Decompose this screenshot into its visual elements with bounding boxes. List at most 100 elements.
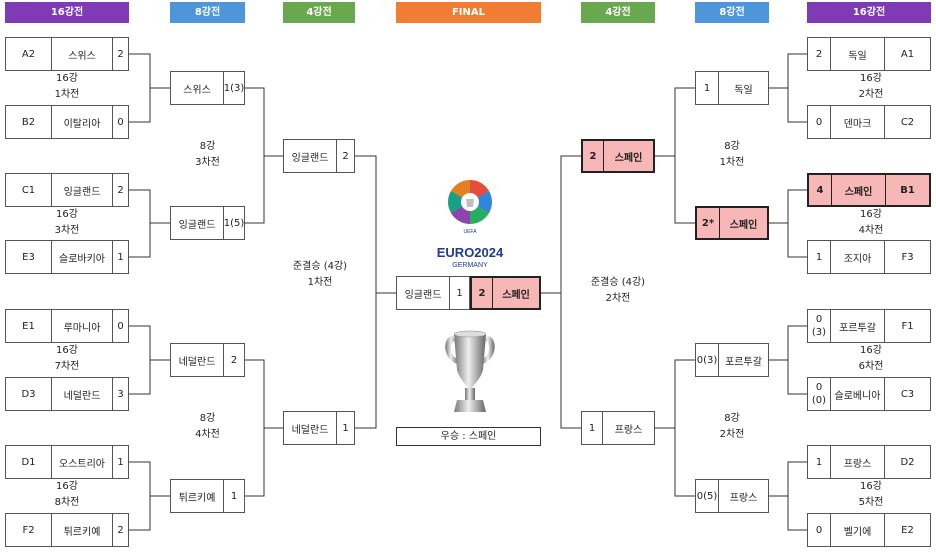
seed: F2 [6,514,52,546]
logo-country: GERMANY [452,262,488,269]
header-left-r16: 16강전 [5,2,129,23]
match-box: 2 독일 A1 [807,37,931,71]
match-box: 0(0) 슬로베니아 C3 [807,377,931,411]
score: 0(5) [696,480,719,512]
euro2024-logo: UEFA EURO2024 GERMANY [437,180,504,269]
logo-emblem-icon [448,180,492,224]
team-name: 프랑스 [831,446,885,478]
score: 1 [450,277,470,309]
score: 2 [583,141,604,171]
winner-slot: 2 스페인 [470,276,541,310]
match-box: 잉글랜드 1(5) [170,206,245,240]
seed: D1 [6,446,52,478]
score: 0(0) [808,378,831,410]
score: 2 [808,38,831,70]
team-name: 포르투갈 [831,310,885,342]
match-box: B2 이탈리아 0 [5,105,129,139]
header-right-qf: 8강전 [695,2,769,23]
team-name: 독일 [831,38,885,70]
team-name: 포르투갈 [725,356,762,368]
score: 3 [117,388,124,400]
score: 1(5) [224,217,244,229]
team-name: 잉글랜드 [284,140,337,172]
team-name: 튀르키예 [171,480,224,512]
team-name: 오스트리아 [52,446,113,478]
team-name: 스페인 [502,289,530,301]
team-name: 독일 [734,84,753,96]
seed: C3 [900,388,915,400]
score: 0(3) [696,344,719,376]
team-name: 슬로베니아 [831,378,885,410]
score: 1 [230,490,238,502]
team-name: 네덜란드 [52,378,113,410]
match-box: 0 벨기에 E2 [807,513,931,547]
team-name: 프랑스 [729,492,758,504]
score: 1 [342,422,349,434]
score: 2 [472,278,493,308]
team-name: 이탈리아 [52,106,113,138]
seed: E3 [6,241,52,273]
team-name: 네덜란드 [284,412,337,444]
team-name: 잉글랜드 [52,174,113,206]
score: 0 [808,106,831,138]
score: 2 [230,354,238,366]
match-label: 준결승 (4강)2차전 [590,277,646,304]
seed: E1 [6,310,52,342]
match-box: E1 루마니아 0 [5,309,129,343]
logo-org: UEFA [463,229,477,235]
score: 2 [117,524,124,536]
match-box: 4 스페인 B1 [807,173,931,207]
match-box: 1 프랑스 D2 [807,445,931,479]
score: 1(3) [224,82,244,94]
score: 1 [808,446,831,478]
match-box: 네덜란드 2 [170,343,245,377]
match-box: 1 독일 [695,71,769,105]
score: 0(3) [808,310,831,342]
score: 1 [117,251,124,263]
match-box: D1 오스트리아 1 [5,445,129,479]
header-final: FINAL [396,2,541,23]
team-name: 스위스 [52,38,113,70]
match-box: 튀르키예 1 [170,479,245,513]
team-name: 튀르키예 [52,514,113,546]
match-label: 준결승 (4강)1차전 [292,261,348,288]
match-box: 0(5) 프랑스 [695,479,769,513]
match-box: 잉글랜드 2 [283,139,355,173]
seed: B2 [6,106,52,138]
header-right-r16: 16강전 [807,2,931,23]
team-name: 슬로바키아 [52,241,113,273]
trophy-icon [445,330,495,412]
match-box: 1 조지아 F3 [807,240,931,274]
seed: D2 [900,456,915,468]
match-box: A2 스위스 2 [5,37,129,71]
seed: F3 [901,251,914,263]
seed: C2 [900,116,915,128]
header-left-sf: 4강전 [283,2,355,23]
score: 2* [697,208,720,238]
match-box: 네덜란드 1 [283,411,355,445]
team-name: 덴마크 [831,106,885,138]
header-left-qf: 8강전 [170,2,245,23]
seed: B1 [900,184,915,196]
match-box: 스위스 1(3) [170,71,245,105]
score: 4 [809,175,832,205]
score: 1 [808,241,831,273]
seed: A2 [6,38,52,70]
score: 0 [117,116,124,128]
team-name: 잉글랜드 [397,277,450,309]
match-box: 2 스페인 [581,139,655,173]
team-name: 네덜란드 [171,344,224,376]
match-box: E3 슬로바키아 1 [5,240,129,274]
score: 1 [117,456,124,468]
